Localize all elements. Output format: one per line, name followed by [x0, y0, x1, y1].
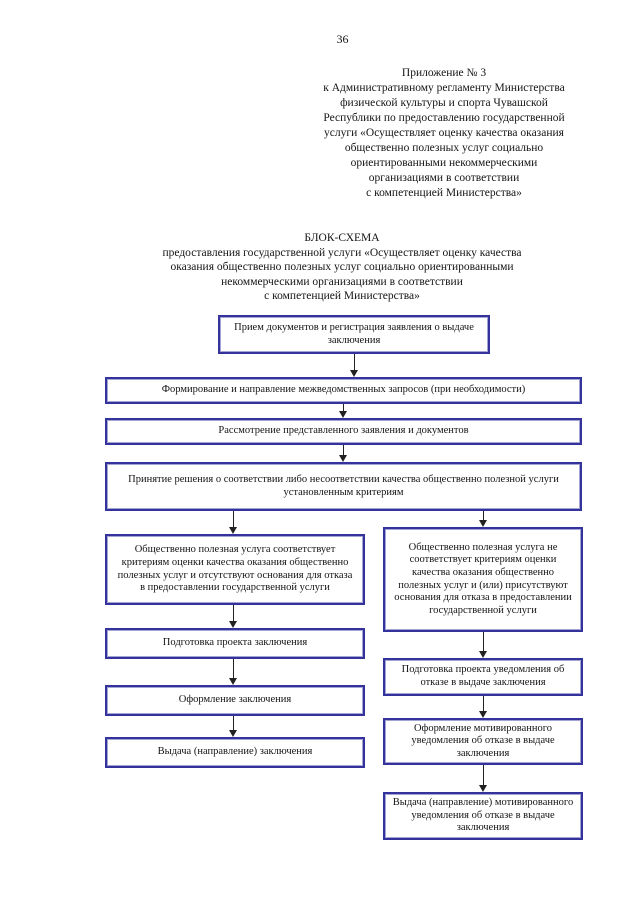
issue-notice-box: Выдача (направление) мотивированного уве… — [383, 792, 583, 840]
execute-conclusion-box: Оформление заключения — [105, 685, 365, 716]
not-conforms-box: Общественно полезная услуга не соответст… — [383, 527, 583, 632]
decision-box: Принятие решения о соответствии либо нес… — [105, 462, 582, 511]
flow-arrow — [229, 716, 238, 737]
scheme-heading: БЛОК-СХЕМА предоставления государственно… — [58, 231, 626, 304]
scheme-subtitle: предоставления государственной услуги «О… — [162, 246, 522, 303]
flow-arrow — [229, 511, 238, 534]
flow-arrow — [229, 605, 238, 628]
flow-arrow — [479, 765, 488, 792]
execute-notice-box: Оформление мотивированного уведомления о… — [383, 718, 583, 765]
issue-conclusion-box: Выдача (направление) заключения — [105, 737, 365, 768]
flow-arrow — [479, 632, 488, 658]
flow-arrow — [479, 696, 488, 718]
draft-notice-box: Подготовка проекта уведомления об отказе… — [383, 658, 583, 696]
review-box: Рассмотрение представленного заявления и… — [105, 418, 582, 445]
flow-arrow — [229, 659, 238, 685]
reception-box: Прием документов и регистрация заявления… — [218, 315, 490, 354]
scheme-title: БЛОК-СХЕМА — [304, 232, 380, 244]
flow-arrow — [339, 445, 348, 462]
flow-arrow — [350, 354, 359, 377]
requests-box: Формирование и направление межведомствен… — [105, 377, 582, 404]
conforms-box: Общественно полезная услуга соответствуе… — [105, 534, 365, 605]
draft-conclusion-box: Подготовка проекта заключения — [105, 628, 365, 659]
page-number: 36 — [336, 32, 349, 46]
appendix-note: Приложение № 3 к Административному регла… — [323, 67, 565, 199]
flow-arrow — [339, 404, 348, 418]
flow-arrow — [479, 511, 488, 527]
